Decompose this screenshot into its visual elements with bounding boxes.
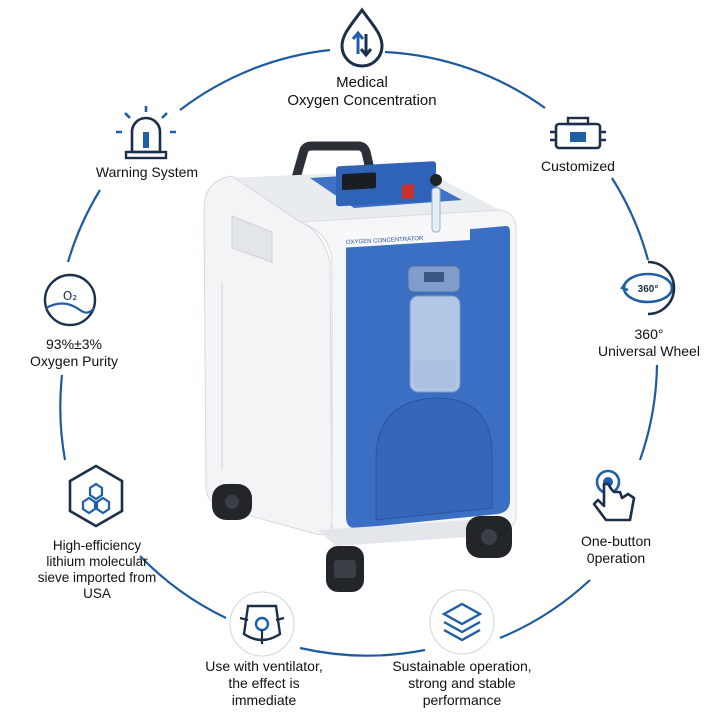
- label-line: 360°: [634, 326, 664, 342]
- label-line: One-button: [580, 533, 652, 549]
- ring-arc: [611, 177, 650, 261]
- ring-arc: [59, 374, 67, 461]
- label-line: immediate: [231, 692, 297, 708]
- layers-icon: [429, 589, 495, 655]
- label-ventilator: Use with ventilator, the effect is immed…: [186, 658, 342, 709]
- hand-tap-icon: [592, 469, 636, 522]
- label-wheel: 360° Universal Wheel: [584, 326, 714, 360]
- label-customized: Customized: [518, 158, 638, 175]
- label-line: Medical: [336, 74, 388, 91]
- label-line: 93%±3%: [46, 336, 102, 352]
- water-drop-icon: [340, 7, 384, 68]
- mask-icon: [229, 591, 295, 657]
- humidifier-nozzle: [424, 272, 444, 282]
- label-line: USA: [83, 586, 111, 601]
- label-purity: 93%±3% Oxygen Purity: [14, 336, 134, 370]
- label-line: the effect is: [228, 675, 300, 691]
- alarm-light-icon: [116, 106, 176, 160]
- rotate-360-icon: 360°: [620, 260, 676, 316]
- oxygen-concentrator-device: OXYGEN CONCENTRATOR: [203, 141, 517, 592]
- label-warning: Warning System: [80, 164, 214, 181]
- label-line: performance: [422, 692, 502, 708]
- ring-arc: [384, 50, 546, 109]
- label-medical-oxygen: Medical Oxygen Concentration: [252, 74, 472, 110]
- label-line: lithium molecular: [46, 554, 148, 569]
- flowmeter-tube: [431, 187, 441, 233]
- device-side: [203, 175, 333, 536]
- ring-arc: [139, 555, 227, 619]
- wheel-back-left: [212, 484, 252, 520]
- label-line: Customized: [541, 158, 615, 174]
- feature-ring: [59, 48, 659, 657]
- wheel-front-right: [466, 516, 512, 558]
- o2-icon: O₂: [43, 273, 97, 327]
- front-door: [375, 397, 493, 521]
- label-line: 0peration: [586, 550, 646, 566]
- device-base: [318, 518, 512, 546]
- power-switch[interactable]: [402, 184, 414, 199]
- ring-arc: [66, 189, 101, 263]
- label-line: sieve imported from: [37, 570, 157, 585]
- label-line: High-efficiency: [52, 538, 142, 553]
- label-line: Sustainable operation,: [392, 658, 532, 674]
- humidifier-water: [414, 360, 456, 388]
- panel-label: OXYGEN CONCENTRATOR: [346, 236, 424, 246]
- o2-symbol: O₂: [63, 289, 77, 303]
- label-line: strong and stable: [408, 675, 516, 691]
- label-line: Oxygen Concentration: [287, 92, 437, 109]
- ring-arc: [299, 646, 426, 657]
- label-line: Oxygen Purity: [30, 353, 118, 369]
- label-line: Use with ventilator,: [205, 658, 323, 674]
- hexagon-cells-icon: [68, 464, 124, 528]
- label-line: Universal Wheel: [598, 343, 700, 359]
- wheel-badge: 360°: [638, 284, 659, 295]
- side-grip: [231, 215, 273, 263]
- label-sieve: High-efficiency lithium molecular sieve …: [24, 538, 170, 602]
- device-handle: [291, 141, 377, 180]
- ring-arc: [179, 48, 331, 111]
- display-screen: [342, 172, 376, 190]
- wheel-front-left: [326, 546, 364, 592]
- label-sustainable: Sustainable operation, strong and stable…: [372, 658, 552, 709]
- ring-arc: [638, 364, 659, 461]
- flow-knob[interactable]: [430, 174, 442, 186]
- ring-arc: [499, 579, 591, 640]
- machine-icon: [550, 116, 606, 150]
- label-line: Warning System: [95, 164, 199, 180]
- label-one-button: One-button 0peration: [556, 533, 676, 567]
